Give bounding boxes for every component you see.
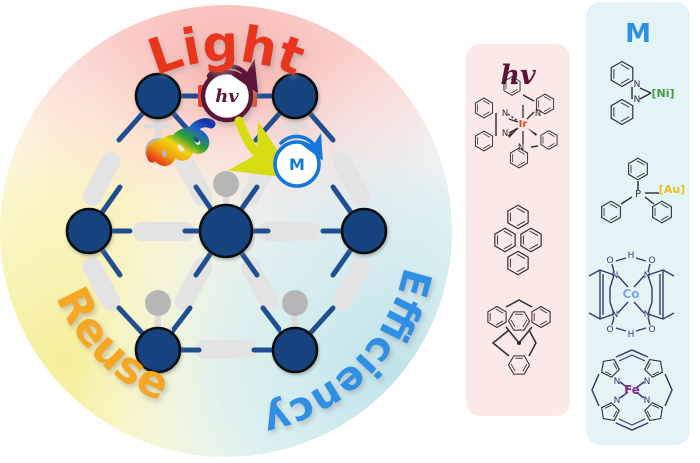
metal-label-ni: [Ni] (651, 87, 674, 100)
atom-label-n: N (644, 377, 651, 387)
metal-node-center (198, 203, 254, 259)
photon-node (200, 59, 259, 123)
atom-label-h: H (628, 251, 635, 261)
metal-label-ir: Ir (519, 119, 528, 130)
structure-cobaloxime: N N N N O O O O H H Co (588, 251, 675, 340)
metal-node (271, 326, 319, 374)
emission-ribbon (146, 118, 216, 167)
metal-catalyst-node (273, 133, 323, 188)
atom-label-n: N (612, 271, 619, 281)
metal-node (271, 72, 319, 120)
metal-label-fe: Fe (624, 383, 640, 397)
catalyst-panel-header: M (625, 19, 651, 49)
atom-label-n: N (502, 129, 508, 139)
atom-label-o: O (606, 325, 613, 335)
atom-label-o: O (606, 256, 613, 266)
atom-label-h: H (628, 330, 635, 340)
network-nodes (65, 72, 388, 374)
catalyst-panel (586, 2, 690, 445)
structure-iron-porphyrin: N N N N Fe (591, 349, 673, 431)
structure-iridium-complex: N N N N Ir (474, 76, 558, 169)
structure-triphenylphosphine-gold: P [Au] (601, 157, 685, 224)
network-linkers (82, 152, 371, 359)
atom-label-n: N (535, 109, 541, 119)
metal-node (340, 207, 388, 255)
atom-label-p: P (635, 189, 641, 200)
atom-label-n: N (644, 310, 651, 320)
atom-label-o: O (648, 256, 655, 266)
energy-transfer-arrow (227, 116, 297, 179)
atom-label-n: N (612, 310, 619, 320)
atom-label-n: N (644, 271, 651, 281)
atom-label-n: N (634, 95, 641, 105)
atom-label-n: N (644, 396, 651, 406)
metal-label-co: Co (622, 287, 639, 301)
atom-label-n: N (518, 143, 524, 153)
atom-label-o: O (648, 325, 655, 335)
metal-node (134, 326, 182, 374)
atom-label-n: N (614, 377, 621, 387)
structure-spirobifluorene (487, 299, 551, 375)
atom-label-n: N (634, 80, 641, 90)
structure-bipyridine-nickel: N N [Ni] (610, 60, 675, 126)
metal-label-au: [Au] (659, 183, 685, 196)
metal-node (134, 72, 182, 120)
atom-label-n: N (502, 109, 508, 119)
atom-label-n: N (614, 396, 621, 406)
metal-node (65, 207, 113, 255)
